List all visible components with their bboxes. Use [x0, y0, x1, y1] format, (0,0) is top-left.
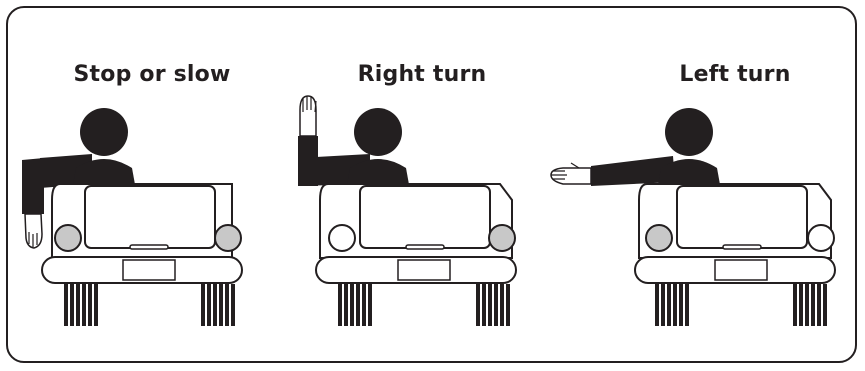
driver-head-icon — [80, 108, 128, 156]
left-turn-illustration — [585, 0, 865, 371]
driver-head-icon — [665, 108, 713, 156]
stop-slow-illustration — [0, 0, 280, 371]
driver-head-icon — [354, 108, 402, 156]
signal-stop-or-slow: Stop or slow — [0, 0, 280, 371]
right-turn-illustration — [290, 0, 570, 371]
car-icon — [635, 184, 835, 326]
signal-left-turn: Left turn — [585, 0, 865, 371]
car-icon — [42, 184, 242, 326]
car-icon — [316, 184, 516, 326]
signal-right-turn: Right turn — [290, 0, 570, 371]
hand-icon — [300, 96, 316, 136]
